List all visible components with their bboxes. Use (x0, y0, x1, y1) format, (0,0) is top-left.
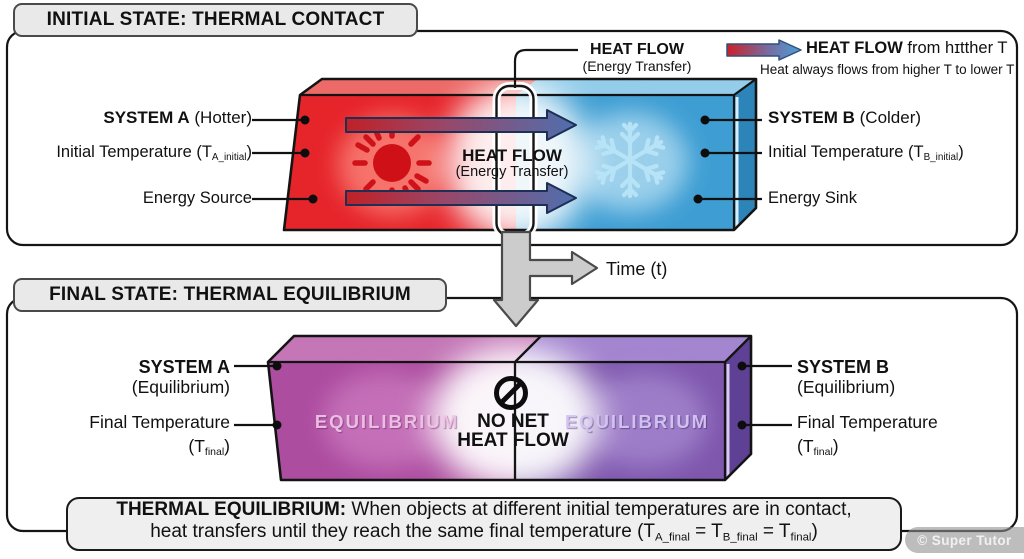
system-a-label: SYSTEM A (Hotter) (103, 108, 252, 127)
caption-line1: THERMAL EQUILIBRIUM: When objects at dif… (116, 499, 852, 521)
energy-source-label: Energy Source (142, 189, 252, 207)
time-label: Time (t) (606, 259, 668, 279)
energy-sink-label: Energy Sink (768, 189, 857, 207)
no-heat-flow-icon (494, 376, 528, 410)
equilibrium-right-text: EQUILIBRIUM (564, 411, 710, 432)
final-system-a-label: SYSTEM A (138, 357, 230, 377)
final-label-dots (272, 361, 747, 430)
final-temp-b-label: Final Temperature (797, 412, 938, 432)
initial-temp-a-label: Initial Temperature (TA_initial) (56, 143, 252, 163)
callout-line (513, 48, 578, 88)
final-temp-a-label: Final Temperature (89, 412, 230, 432)
final-label-connectors (234, 364, 792, 427)
final-system-b-qualifier: (Equilibrium) (797, 377, 896, 397)
initial-state-title: INITIAL STATE: THERMAL CONTACT (13, 3, 418, 37)
snowflake-icon (595, 121, 665, 196)
initial-temp-b-label: Initial Temperature (TB_initial) (768, 143, 964, 163)
system-b-label: SYSTEM B (Colder) (768, 108, 922, 127)
no-net-heat-flow-label: HEAT FLOW (457, 430, 569, 451)
legend-heat-arrow-icon (726, 39, 802, 61)
final-system-a-qualifier: (Equilibrium) (131, 377, 230, 397)
thermal-equilibrium-caption: THERMAL EQUILIBRIUM: When objects at dif… (66, 497, 902, 551)
center-heat-flow-label: HEAT FLOW (462, 146, 562, 165)
legend-subtitle: Heat always flows from higher T to lower… (760, 62, 1015, 77)
initial-label-connectors (252, 118, 762, 201)
heat-flow-callout-title: HEAT FLOW (590, 41, 684, 58)
caption-line2: heat transfers until they reach the same… (150, 521, 818, 544)
legend-heat-flow-label: HEAT FLOW from hɪtther T (806, 39, 1008, 57)
final-state-title: FINAL STATE: THERMAL EQUILIBRIUM (13, 278, 447, 312)
final-temp-b-value: (Tfinal) (797, 436, 839, 459)
final-temp-a-value: (Tfinal) (188, 436, 230, 459)
heat-flow-callout-sub: (Energy Transfer) (582, 58, 692, 74)
watermark-badge: © Super Tutor (905, 527, 1024, 553)
heat-flow-arrows (345, 109, 577, 214)
final-system-b-label: SYSTEM B (797, 357, 890, 377)
initial-label-dots (300, 115, 710, 204)
equilibrium-left-text: EQUILIBRIUM (314, 411, 460, 432)
time-arrow-icon (492, 230, 599, 328)
no-net-label: NO NET (477, 411, 549, 432)
center-energy-transfer-label: (Energy Transfer) (455, 164, 569, 180)
equilibrium-blocks (266, 334, 753, 482)
